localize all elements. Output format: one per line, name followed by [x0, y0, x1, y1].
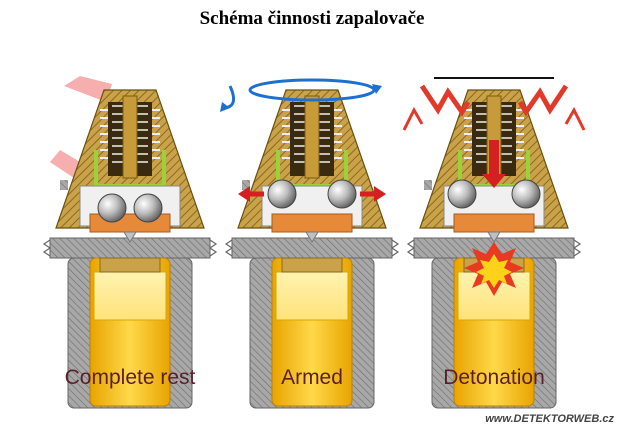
down-arrow-icon	[482, 140, 506, 188]
caption-armed: Armed	[281, 366, 343, 389]
fuze-detonation	[402, 77, 586, 410]
explosion-burst-icon	[464, 242, 524, 296]
side-arrow-icon	[238, 186, 386, 202]
watermark-link[interactable]: www.DETEKTORWEB.cz	[485, 413, 614, 425]
rotation-arrow-icon	[248, 78, 382, 102]
caption-detonation: Detonation	[443, 366, 545, 389]
diagram-title: Schéma činnosti zapalovače	[199, 8, 425, 29]
pink-rotation-shape	[50, 76, 112, 182]
fuze-rest	[42, 76, 236, 410]
fuze-armed	[224, 78, 400, 410]
caption-complete-rest: Complete rest	[64, 366, 196, 389]
impact-lightning-icon	[402, 84, 586, 131]
